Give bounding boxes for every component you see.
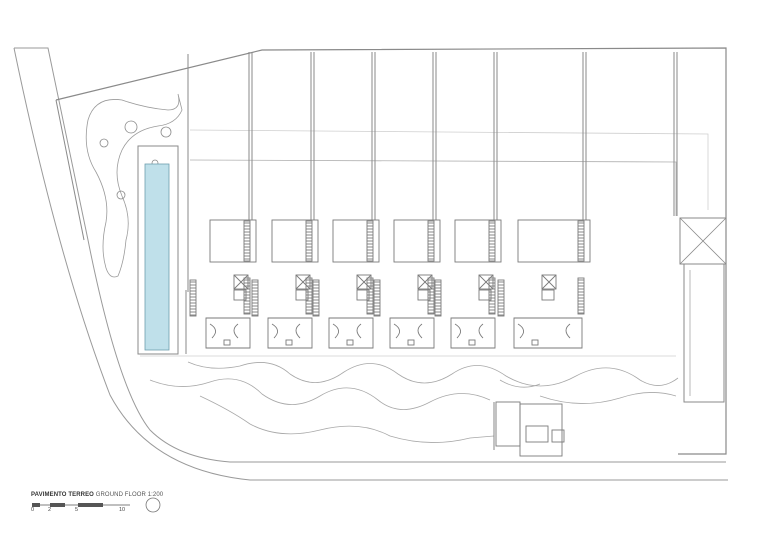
living-room: [332, 219, 380, 263]
fixture: [223, 339, 231, 346]
stair: [312, 279, 320, 317]
fixture: [346, 339, 354, 346]
lot-outline: [55, 47, 727, 455]
tree: [124, 120, 138, 134]
core-cross: [233, 274, 249, 290]
bedroom: [267, 317, 313, 349]
stair: [488, 277, 496, 315]
site-boundary: [14, 47, 726, 463]
elevator-core: [233, 274, 249, 290]
stair: [243, 277, 251, 315]
stair: [427, 277, 435, 315]
elevator-core: [417, 274, 433, 290]
bedroom: [513, 317, 583, 349]
pool: [144, 163, 170, 351]
north-arrow: [145, 497, 161, 513]
stair: [366, 277, 374, 315]
fixture: [468, 339, 476, 346]
street-edge: [13, 47, 728, 481]
elevator-core: [478, 274, 494, 290]
stair: [373, 279, 381, 317]
core-cross: [295, 274, 311, 290]
living-room: [209, 219, 257, 263]
scale-tick-0: 0: [31, 507, 35, 513]
core-cross: [478, 274, 494, 290]
stair: [305, 277, 313, 315]
stair: [577, 277, 585, 315]
title-bold: PAVIMENTO TERREO: [31, 492, 94, 498]
drawing-title: PAVIMENTO TERREO GROUND FLOOR 1:200: [31, 492, 163, 498]
entrance-block: [493, 401, 565, 457]
landscape-paths: [187, 361, 679, 387]
stair: [434, 279, 442, 317]
stair: [189, 279, 197, 317]
fixture: [531, 339, 539, 346]
scale-tick-5: 5: [75, 507, 79, 513]
scale-bar: [32, 503, 130, 507]
core-cross: [541, 274, 557, 290]
title-scale: GROUND FLOOR 1:200: [95, 492, 164, 498]
door-swing: [454, 323, 484, 339]
living-room: [271, 219, 319, 263]
living-room: [454, 219, 502, 263]
tree: [99, 138, 109, 148]
scale-tick-10: 10: [119, 507, 126, 513]
door-swing: [332, 323, 362, 339]
bedroom: [205, 317, 251, 349]
bedroom: [389, 317, 435, 349]
party-walls: [187, 52, 678, 292]
scale-tick-2: 2: [48, 507, 52, 513]
bedroom: [450, 317, 496, 349]
living-room: [517, 219, 591, 263]
utility: [541, 289, 555, 301]
core-cross: [417, 274, 433, 290]
tree: [160, 126, 172, 138]
stair: [251, 279, 259, 317]
door-swing: [517, 323, 571, 339]
living-room: [393, 219, 441, 263]
door-swing: [271, 323, 301, 339]
units: [189, 219, 591, 349]
elevator-core: [541, 274, 557, 290]
garden-area: [85, 93, 183, 278]
stair: [497, 279, 505, 317]
fixture: [285, 339, 293, 346]
core-cross: [356, 274, 372, 290]
bedroom: [328, 317, 374, 349]
pool-deck: [137, 145, 179, 355]
fixture: [407, 339, 415, 346]
elevator-core: [295, 274, 311, 290]
tree: [116, 190, 126, 200]
door-swing: [209, 323, 239, 339]
door-swing: [393, 323, 423, 339]
elevator-core: [356, 274, 372, 290]
